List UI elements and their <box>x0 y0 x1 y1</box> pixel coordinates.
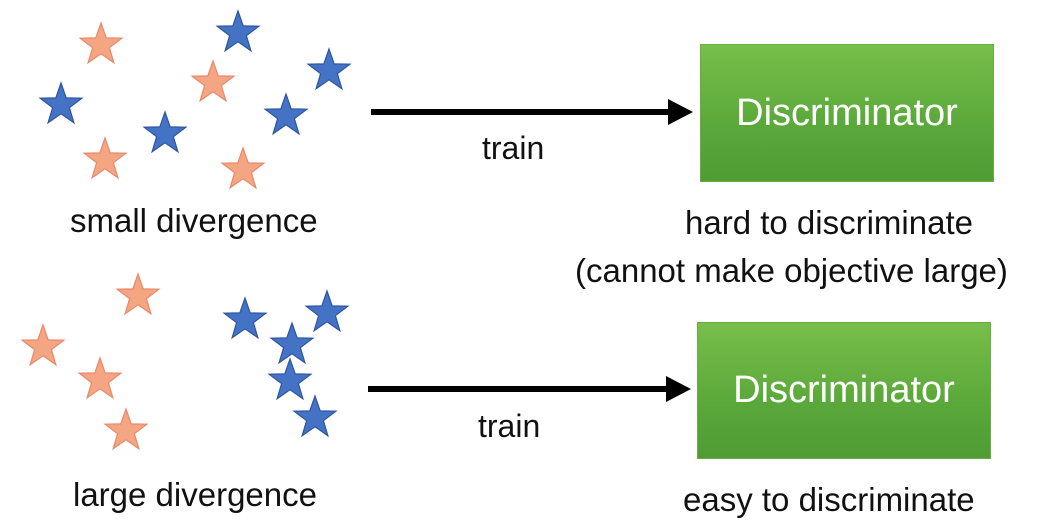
discriminator-box-top: Discriminator <box>700 44 994 182</box>
discriminator-box-bottom: Discriminator <box>697 322 991 459</box>
arrow-right-icon <box>371 99 693 125</box>
train-label-bottom: train <box>478 408 541 444</box>
easy-to-discriminate-label: easy to discriminate <box>683 481 975 518</box>
star-icon <box>305 290 349 332</box>
train-label-top: train <box>482 130 545 166</box>
hard-to-discriminate-label: hard to discriminate <box>685 204 973 241</box>
arrow-right-icon <box>368 376 691 402</box>
cannot-make-objective-large-label: (cannot make objective large) <box>575 252 1008 289</box>
small-divergence-label: small divergence <box>70 202 318 239</box>
star-icon <box>78 357 122 399</box>
star-icon <box>104 408 148 450</box>
star-icon <box>264 93 308 135</box>
star-icon <box>116 273 160 315</box>
star-icon <box>39 82 83 124</box>
large-divergence-label: large divergence <box>73 476 317 513</box>
star-icon <box>143 111 187 153</box>
star-icon <box>270 322 314 364</box>
star-icon <box>268 358 312 400</box>
star-icon <box>223 297 267 339</box>
star-icon <box>79 22 123 64</box>
star-icon <box>83 137 127 179</box>
star-icon <box>293 395 337 437</box>
star-icon <box>221 147 265 189</box>
star-icon <box>216 10 260 52</box>
star-icon <box>191 60 235 102</box>
star-icon <box>21 324 65 366</box>
star-icon <box>307 48 351 90</box>
